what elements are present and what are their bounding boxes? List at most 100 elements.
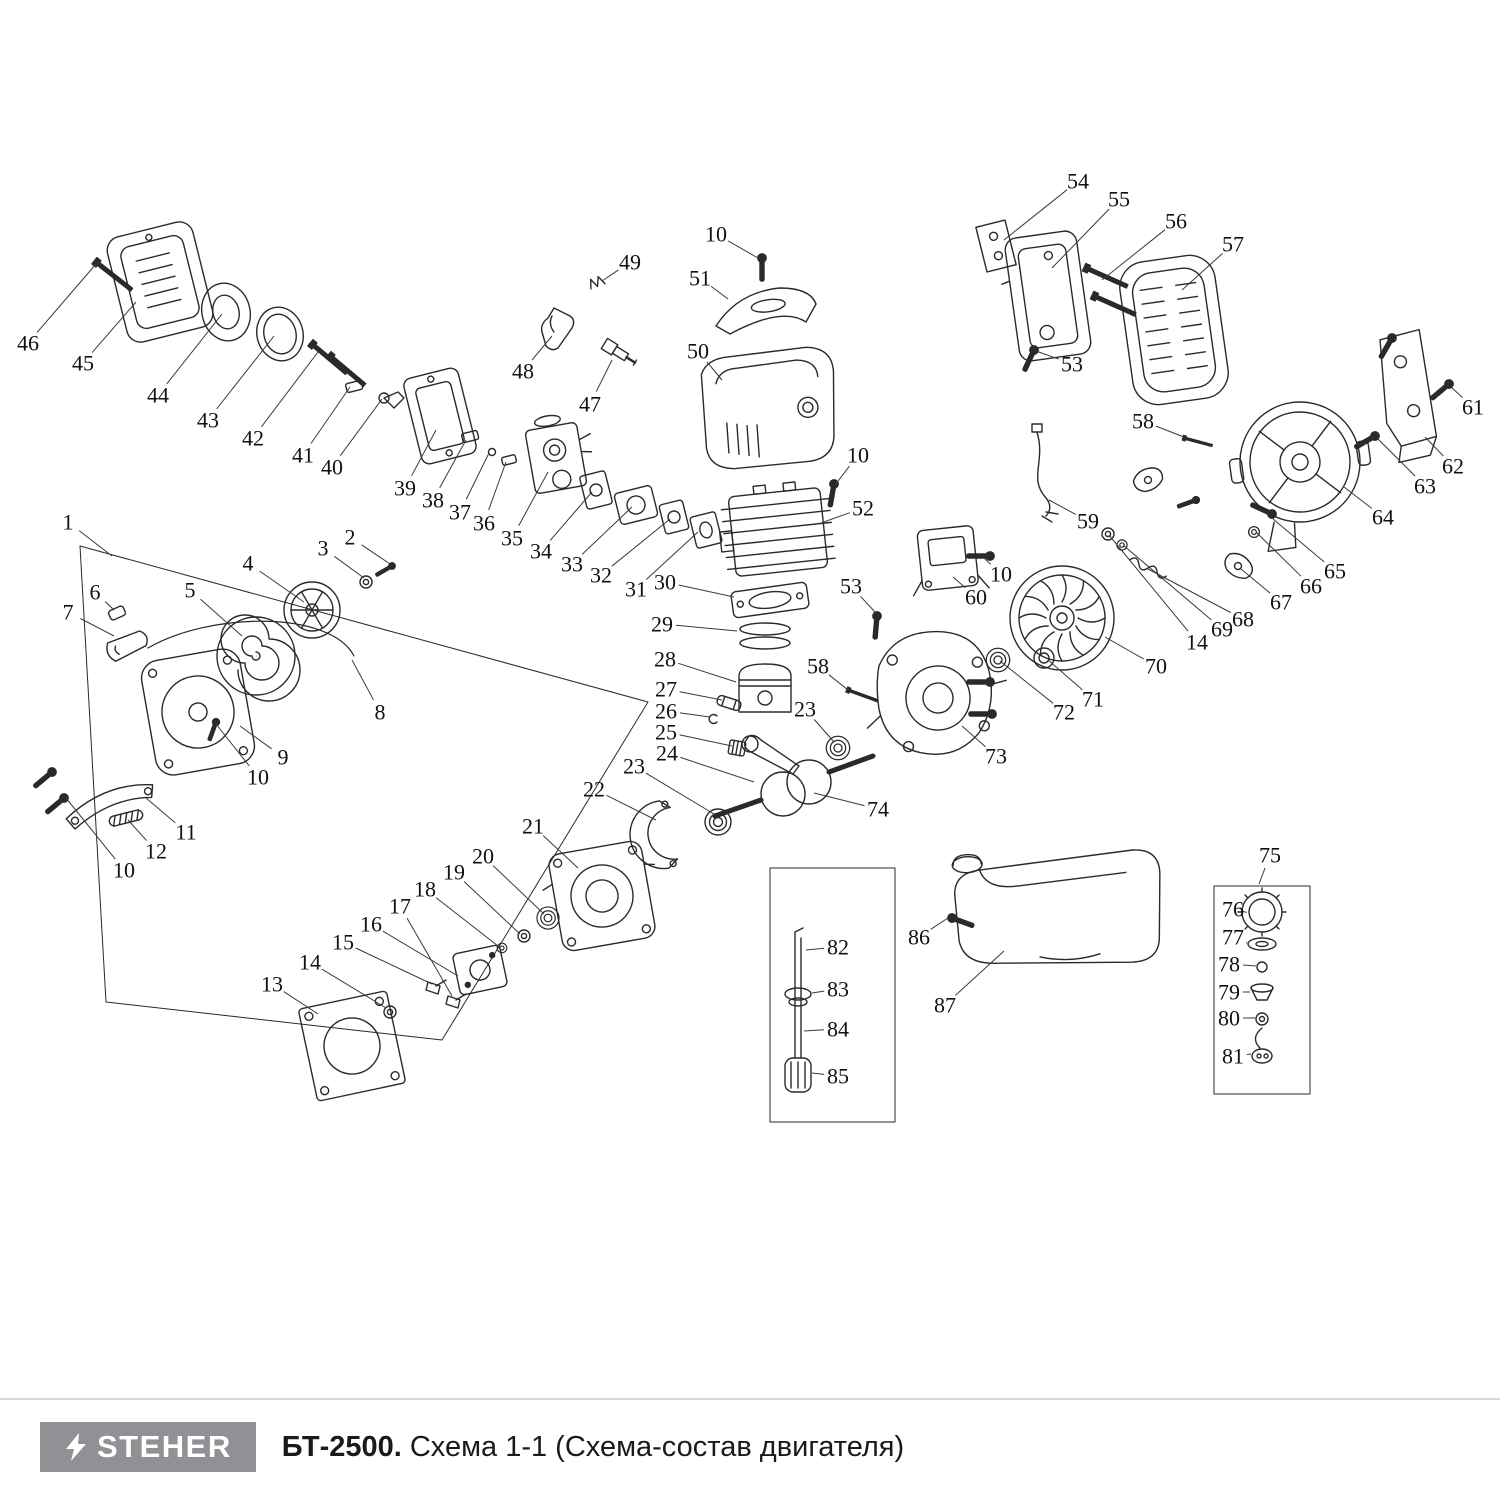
fan-cover <box>1228 401 1372 553</box>
model-number: БТ-2500. <box>281 1430 402 1463</box>
leader-line <box>1122 544 1212 621</box>
screw-61 <box>1427 377 1456 403</box>
part-number: 25 <box>655 720 677 745</box>
part-number: 59 <box>1077 509 1099 534</box>
part-number: 3 <box>318 536 329 561</box>
leader-line <box>961 725 986 748</box>
leader-line <box>411 429 437 476</box>
leader-line <box>679 691 723 701</box>
part-number: 7 <box>63 600 74 625</box>
part-number: 52 <box>852 496 874 521</box>
part-number: 1 <box>63 510 74 535</box>
part-number: 81 <box>1222 1044 1244 1069</box>
part-number: 76 <box>1222 897 1244 922</box>
leader-line <box>518 471 549 526</box>
leader-line <box>813 719 835 743</box>
part-number: 87 <box>934 993 956 1018</box>
leader-line <box>439 439 467 488</box>
part-number: 65 <box>1324 559 1346 584</box>
starter-rope <box>147 620 355 657</box>
leader-line <box>200 598 243 637</box>
part-number: 31 <box>625 577 647 602</box>
part-number: 30 <box>654 570 676 595</box>
fuel-tank <box>951 849 1161 964</box>
leader-line <box>465 452 490 500</box>
leader-line <box>1376 437 1416 477</box>
leader-line <box>321 968 387 1009</box>
muffler-cover <box>1119 254 1229 406</box>
part-number: 51 <box>689 266 711 291</box>
part-number: 47 <box>579 392 601 417</box>
part-number: 4 <box>243 551 254 576</box>
leader-line <box>811 990 825 994</box>
leader-line <box>549 491 593 541</box>
screw-10-top-cover <box>757 253 767 282</box>
leader-line <box>710 285 729 300</box>
steher-logo: STEHER <box>40 1422 256 1472</box>
part-number: 67 <box>1270 590 1292 615</box>
part-number: 68 <box>1232 607 1254 632</box>
leader-line <box>215 723 250 767</box>
part-number: 43 <box>197 408 219 433</box>
leader-line <box>36 263 97 333</box>
part-number: 80 <box>1218 1006 1240 1031</box>
part-number: 60 <box>965 585 987 610</box>
leader-line <box>1245 942 1248 944</box>
ignition-coil <box>912 525 990 597</box>
washer-66 <box>1247 525 1261 539</box>
part-number: 11 <box>175 820 196 845</box>
cap-ring <box>1256 961 1268 973</box>
leader-line <box>983 557 992 565</box>
leader-line <box>1101 229 1166 281</box>
part-number: 53 <box>1061 352 1083 377</box>
flywheel <box>1009 565 1115 671</box>
leader-line <box>999 660 1054 704</box>
fuel-cap-assembly <box>1237 887 1287 1064</box>
footer-divider <box>0 1398 1500 1400</box>
leader-line <box>678 662 737 683</box>
part-number: 38 <box>422 488 444 513</box>
starter-housing <box>140 648 256 776</box>
part-number: 12 <box>145 839 167 864</box>
part-number: 18 <box>414 877 436 902</box>
part-number: 83 <box>827 977 849 1002</box>
part-number: 73 <box>985 744 1007 769</box>
part-number: 54 <box>1067 169 1089 194</box>
part-number: 9 <box>278 745 289 770</box>
carburetor-fasteners <box>460 429 518 466</box>
leader-line <box>1242 964 1257 967</box>
screw-10-coil <box>966 551 995 561</box>
assembly-group-boxes <box>79 545 1311 1123</box>
leader-line <box>78 530 113 557</box>
part-number: 44 <box>147 383 169 408</box>
bearing-23-right <box>825 735 851 761</box>
leader-line <box>1255 531 1302 577</box>
engine-cover <box>700 346 835 470</box>
leader-line <box>1450 386 1463 398</box>
leader-line <box>1258 867 1266 885</box>
screw-10-cylinder <box>825 478 840 509</box>
leader-line <box>1047 659 1083 691</box>
part-number: 10 <box>113 858 135 883</box>
guide-plate <box>452 944 508 996</box>
part-number: 41 <box>292 443 314 468</box>
muffler-body <box>1001 230 1092 362</box>
bolt-58-left <box>845 686 880 704</box>
leader-line <box>1343 486 1373 509</box>
filter-ring <box>256 306 304 362</box>
leader-line <box>803 1029 825 1032</box>
part-number: 78 <box>1218 952 1240 977</box>
leader-line <box>805 947 825 951</box>
part-number: 10 <box>705 222 727 247</box>
part-number: 86 <box>908 925 930 950</box>
leader-line <box>488 461 507 510</box>
leader-line <box>1272 518 1325 563</box>
diagram-title: БТ-2500.Схема 1-1 (Схема-состав двигател… <box>282 1431 904 1464</box>
part-number: 15 <box>332 930 354 955</box>
cylinder <box>718 481 836 577</box>
leader-line <box>813 792 865 807</box>
bracket-spring <box>108 809 144 827</box>
leader-line <box>679 712 711 718</box>
leader-line <box>1240 568 1271 594</box>
crankshaft <box>712 734 876 819</box>
